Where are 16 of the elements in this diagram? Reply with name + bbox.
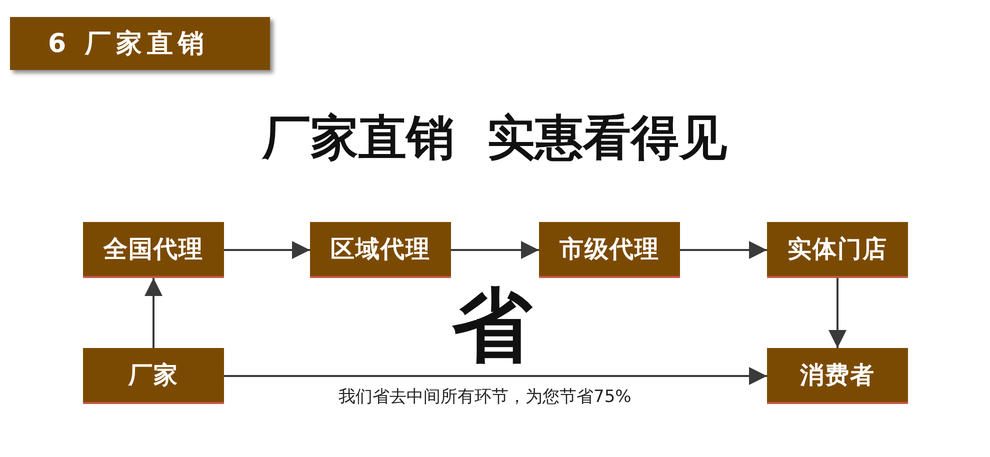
process-box: 厂家 — [83, 348, 224, 404]
large-character: 省 — [452, 286, 532, 366]
arrow — [224, 367, 767, 385]
process-box: 市级代理 — [539, 222, 680, 278]
arrow — [680, 241, 767, 259]
process-box: 全国代理 — [83, 222, 224, 278]
process-box: 实体门店 — [767, 222, 908, 278]
title: 厂家直销 实惠看得见 — [262, 109, 728, 168]
arrow — [144, 278, 162, 348]
arrow — [828, 278, 846, 348]
process-box: 消费者 — [767, 348, 908, 404]
process-box: 区域代理 — [310, 222, 451, 278]
arrow — [451, 241, 539, 259]
section-banner: 6 厂家直销 — [10, 17, 270, 70]
edge-label: 我们省去中间所有环节，为您节省75% — [338, 387, 632, 408]
arrow — [224, 241, 310, 259]
